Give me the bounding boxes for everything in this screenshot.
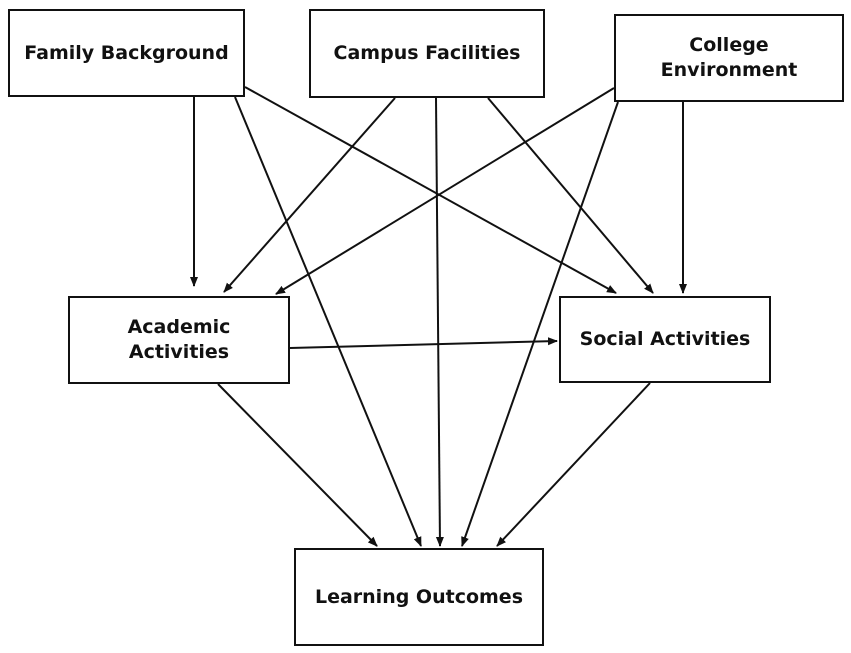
- edge-college-to-academic: [275, 87, 615, 295]
- node-label-line: Academic: [127, 316, 231, 338]
- node-academic-activities: Academic Activities: [68, 296, 290, 384]
- edge-social-to-learning: [496, 382, 651, 547]
- node-learning-outcomes: Learning Outcomes: [294, 548, 544, 646]
- node-label-line: Campus Facilities: [333, 42, 521, 64]
- edge-family-to-social: [244, 86, 617, 294]
- node-label-line: Learning Outcomes: [314, 585, 524, 608]
- node-label-line: Environment: [660, 59, 798, 81]
- node-social-activities: Social Activities: [559, 296, 771, 383]
- edge-academic-to-social: [289, 337, 558, 349]
- node-label-line: College: [689, 34, 769, 56]
- edge-campus-to-social: [487, 97, 654, 294]
- edge-family-to-learning: [234, 96, 422, 547]
- edge-campus-to-learning: [435, 97, 444, 547]
- node-label-line: Social Activities: [579, 328, 751, 350]
- node-label-line: Activities: [128, 341, 230, 363]
- edge-academic-to-learning: [217, 383, 378, 547]
- node-college-environment: College Environment: [614, 14, 844, 102]
- node-label-line: Family Background: [24, 41, 229, 64]
- node-family-background: Family Background: [8, 9, 245, 97]
- edge-college-to-learning: [461, 101, 619, 547]
- node-campus-facilities: Campus Facilities: [309, 9, 545, 98]
- edge-campus-to-academic: [223, 97, 396, 293]
